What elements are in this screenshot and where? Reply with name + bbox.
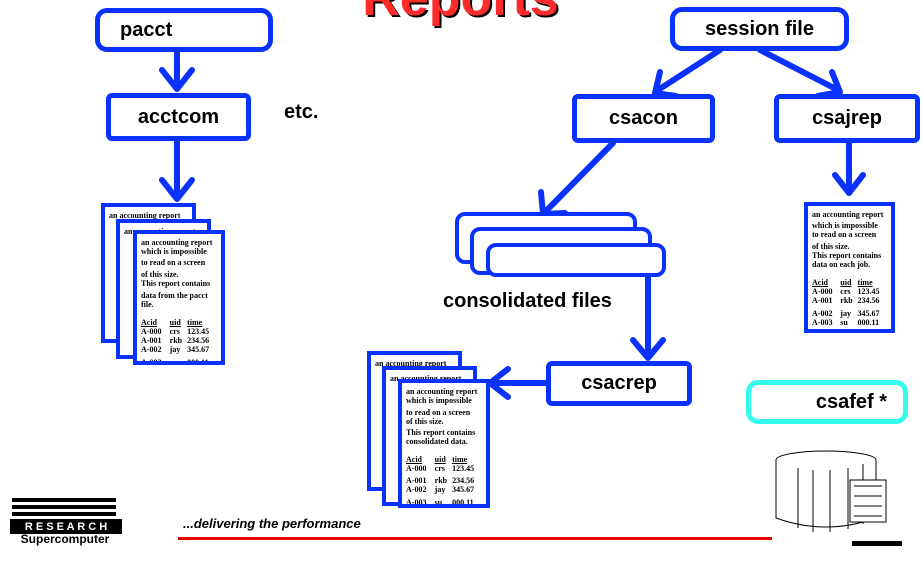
- arrow-csacon-files: [542, 140, 616, 215]
- arrow-session-csacon: [655, 47, 723, 93]
- arrowhead-files-csacrep: [630, 337, 666, 361]
- back-page-text: an accounting report: [390, 374, 461, 383]
- footer-black-bar: [852, 541, 902, 546]
- node-csajrep-label: csajrep: [811, 107, 883, 129]
- node-session-file-label: session file: [705, 17, 814, 40]
- arrow-session-csajrep: [757, 47, 841, 93]
- arrowhead-csajrep-report: [832, 172, 866, 196]
- back-page-text: an accounting report: [375, 359, 447, 368]
- report-line: This report contains: [812, 251, 882, 260]
- report-line: This report contains: [406, 428, 476, 437]
- cray-logo: [10, 498, 122, 534]
- report-line: which is impossible: [406, 396, 472, 405]
- report-line: of this size.: [812, 242, 850, 251]
- report-line: file.: [141, 300, 154, 309]
- cray-logo-research: R E S E A R C H: [24, 521, 108, 533]
- footer-red-line: [178, 537, 772, 540]
- node-acctcom: acctcom: [106, 93, 251, 141]
- node-csafef-label: csafef *: [815, 390, 887, 413]
- consolidated-file-card-3: [486, 243, 666, 277]
- report-line: data from the pacct: [141, 291, 208, 300]
- report-line: to read on a screen: [141, 258, 206, 267]
- arrowhead-pacct-acctcom: [159, 67, 195, 92]
- report-line: to read on a screen: [812, 230, 877, 239]
- consolidated-files-label: consolidated files: [443, 290, 612, 312]
- logo-subtitle: Supercomputer: [20, 532, 110, 546]
- report-line: to read on a screen: [406, 408, 471, 417]
- report-csajrep: an accounting report which is impossible…: [804, 202, 895, 333]
- node-csacon-label: csacon: [609, 107, 678, 129]
- report-acctcom: an accounting report which is impossible…: [133, 230, 225, 365]
- report-line: which is impossible: [812, 221, 878, 230]
- node-csacon: csacon: [572, 94, 715, 143]
- report-line: an accounting report: [812, 210, 884, 219]
- report-line: of this size.: [406, 417, 444, 426]
- node-csajrep: csajrep: [774, 94, 920, 143]
- report-line: an accounting report: [141, 238, 213, 247]
- report-line: which is impossible: [141, 247, 207, 256]
- arrowhead-acctcom-report: [159, 177, 195, 202]
- report-line: of this size.: [141, 270, 179, 279]
- node-pacct-label: pacct: [120, 18, 173, 41]
- supercomputer-icon: [775, 450, 887, 532]
- report-line: data on each job.: [812, 260, 871, 269]
- report-line: an accounting report: [406, 387, 478, 396]
- node-session-file: session file: [670, 7, 849, 51]
- tagline: ...delivering the performance: [183, 516, 361, 531]
- report-line: consolidated data.: [406, 437, 468, 446]
- page-title: Reports: [333, 0, 588, 28]
- node-pacct: pacct: [95, 8, 273, 52]
- node-acctcom-label: acctcom: [137, 105, 220, 128]
- report-line: This report contains: [141, 279, 211, 288]
- node-csafef: csafef *: [746, 380, 908, 424]
- arrowhead-csacrep-report: [487, 366, 511, 400]
- report-csacrep: an accounting report which is impossible…: [398, 379, 490, 508]
- etc-label: etc.: [284, 101, 319, 123]
- node-csacrep: csacrep: [546, 361, 692, 406]
- node-csacrep-label: csacrep: [581, 372, 657, 394]
- back-page-text: an accounting report: [109, 211, 181, 220]
